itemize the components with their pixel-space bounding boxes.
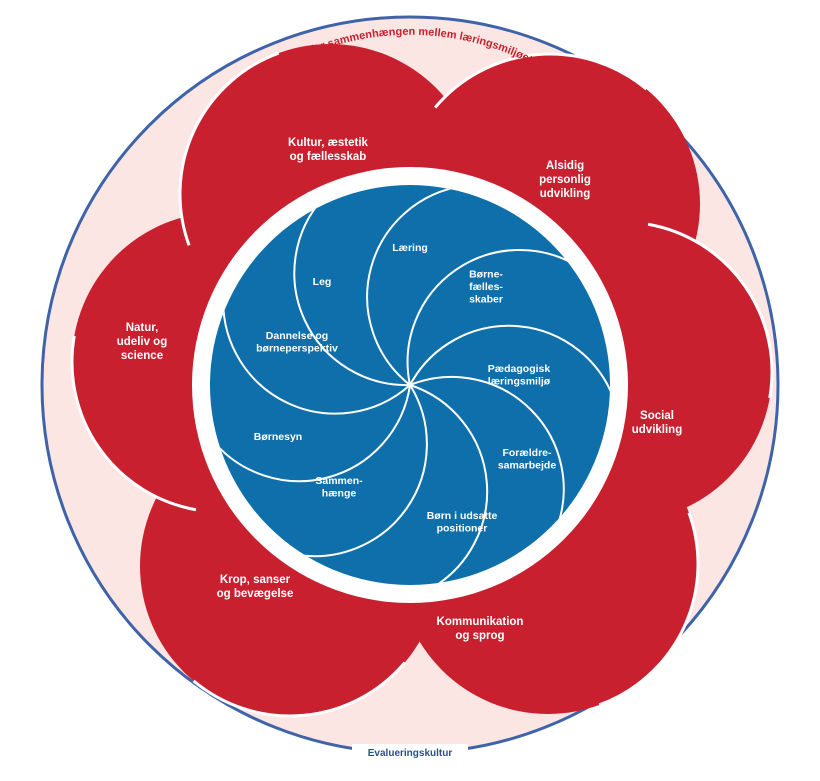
foundation-label-line: fælles- <box>469 281 503 293</box>
foundation-label-line: Børne- <box>469 269 503 281</box>
learning-goal-label-line: og sprog <box>455 630 504 642</box>
foundation-label-line: positioner <box>437 522 488 534</box>
petal-edge <box>70 335 197 512</box>
swirl-line <box>291 384 428 558</box>
foundation-label-line: læringsmiljø <box>488 375 551 387</box>
foundation-label-line: samarbejde <box>498 459 557 471</box>
learning-goal-label-line: Social <box>640 410 674 422</box>
swirl-line <box>409 384 489 585</box>
foundation-label-line: hænge <box>322 487 357 499</box>
swirl-line <box>222 297 411 415</box>
swirl-line <box>406 248 580 386</box>
learning-goal-label-line: og fællesskab <box>290 151 367 163</box>
learning-goal-label: Social udvikling <box>632 410 682 436</box>
foundation-label: Børnesyn <box>254 431 302 443</box>
foundation-label: Sammen-hænge <box>315 475 363 500</box>
foundation-label-line: Dannelse og <box>266 330 328 342</box>
footer-label-bg <box>352 744 468 760</box>
foundation-label-line: Leg <box>313 276 332 288</box>
learning-goal-label-line: udeliv og <box>117 336 167 348</box>
foundation-label-line: Pædagogisk <box>488 363 551 375</box>
learning-goal-label-line: personlig <box>539 174 591 186</box>
red-petal-edges <box>70 51 774 718</box>
petal-edge <box>433 52 648 109</box>
foundation-label: Læring <box>392 242 428 254</box>
footer-label: Evalueringskultur <box>368 748 453 759</box>
swirl-line <box>366 185 464 386</box>
learning-goal-label-line: udvikling <box>540 188 590 200</box>
foundation-label: Leg <box>313 276 332 288</box>
learning-goal-label: Natur, udeliv og science <box>117 322 167 362</box>
learning-goal-label: Kommunikation og sprog <box>437 616 524 642</box>
learning-goal-label: Krop, sanser og bevægelse <box>217 574 294 600</box>
foundation-label-line: Børn i udsatte <box>427 510 498 522</box>
foundation-label-line: skaber <box>469 294 503 306</box>
foundation-label-line: børneperspektiv <box>256 342 338 354</box>
learning-goal-label: Alsidig personlig udvikling <box>539 160 591 200</box>
learning-goal-label-line: Natur, <box>126 322 159 334</box>
petal-edge <box>178 51 280 246</box>
petal-edge <box>598 512 700 707</box>
petal-edge <box>192 661 407 718</box>
learning-goal-label-line: og bevægelse <box>217 588 294 600</box>
swirl-line <box>293 197 411 387</box>
learning-goal-label-line: Kommunikation <box>437 616 524 628</box>
petal-edge <box>647 222 774 399</box>
foundation-label-line: Børnesyn <box>254 431 302 443</box>
learning-goal-label-line: Krop, sanser <box>220 574 291 586</box>
blue-swirl-lines <box>210 185 610 585</box>
foundation-label-line: Læring <box>392 242 428 254</box>
swirl-line <box>409 324 610 404</box>
learning-goal-label-line: science <box>121 350 163 362</box>
foundation-label: Børne-fælles-skaber <box>469 269 503 306</box>
foundation-label-line: Forældre- <box>502 447 552 459</box>
swirl-line <box>210 384 411 483</box>
learning-goal-label-line: udvikling <box>632 424 682 436</box>
learning-goal-label-line: Alsidig <box>546 160 584 172</box>
learning-goal-label-line: Kultur, æstetik <box>288 137 368 149</box>
swirl-line <box>409 375 565 532</box>
foundation-label-line: Sammen- <box>315 475 363 487</box>
foundation-label: Forældre-samarbejde <box>498 447 557 472</box>
learning-goal-label: Kultur, æstetik og fællesskab <box>288 137 368 163</box>
